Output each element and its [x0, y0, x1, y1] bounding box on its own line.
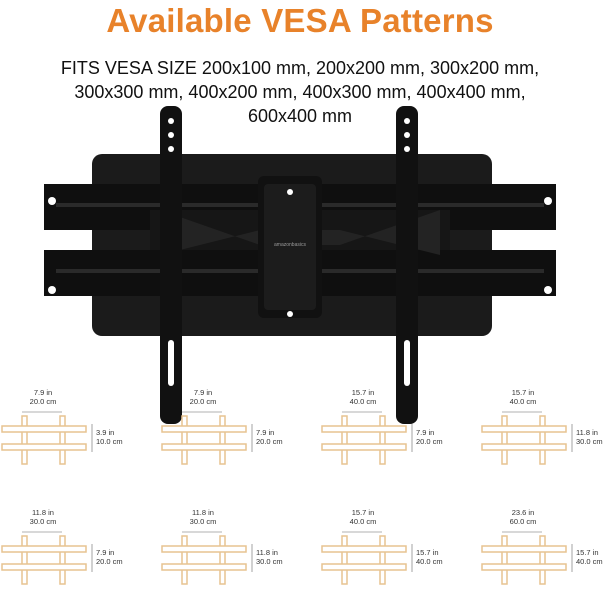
- subtitle-line-1: FITS VESA SIZE 200x100 mm, 200x200 mm, 3…: [60, 58, 540, 78]
- pattern-height-in: 7.9 in: [256, 428, 275, 437]
- vesa-pattern-diagram: [321, 531, 413, 585]
- pattern-width-cm: 20.0 cm: [189, 397, 217, 406]
- pattern-width-in: 15.7 in: [351, 388, 375, 397]
- vesa-pattern-diagram: [1, 411, 93, 465]
- pattern-height-cm: 30.0 cm: [576, 437, 603, 446]
- pattern-width-cm: 40.0 cm: [349, 517, 377, 526]
- brand-logo-text: amazonbasics: [274, 242, 306, 248]
- pattern-height-in: 7.9 in: [416, 428, 435, 437]
- vesa-pattern-diagram: [481, 531, 573, 585]
- pattern-width-cm: 30.0 cm: [29, 517, 57, 526]
- page-title: Available VESA Patterns: [106, 2, 494, 39]
- tv-mount-illustration: amazonbasics: [44, 106, 556, 424]
- pattern-width-cm: 30.0 cm: [189, 517, 217, 526]
- pattern-width-in: 7.9 in: [33, 388, 53, 397]
- pattern-width-in: 15.7 in: [511, 388, 535, 397]
- pattern-width-cm: 40.0 cm: [509, 397, 537, 406]
- vesa-pattern-diagram: [161, 531, 253, 585]
- pattern-width-cm: 20.0 cm: [29, 397, 57, 406]
- pattern-height-cm: 20.0 cm: [96, 557, 123, 566]
- pattern-height-cm: 40.0 cm: [416, 557, 443, 566]
- pattern-width-cm: 60.0 cm: [509, 517, 537, 526]
- pattern-height-cm: 30.0 cm: [256, 557, 283, 566]
- pattern-height-in: 11.8 in: [256, 548, 278, 557]
- pattern-width-in: 11.8 in: [32, 508, 54, 517]
- vesa-pattern-diagram: [481, 411, 573, 465]
- pattern-width-in: 23.6 in: [511, 508, 535, 517]
- pattern-height-in: 15.7 in: [576, 548, 599, 557]
- pattern-height-in: 7.9 in: [96, 548, 115, 557]
- vesa-size-description: FITS VESA SIZE 200x100 mm, 200x200 mm, 3…: [20, 56, 580, 128]
- pattern-height-in: 15.7 in: [416, 548, 439, 557]
- pattern-width-in: 15.7 in: [351, 508, 375, 517]
- subtitle-line-3: 600x400 mm: [247, 106, 353, 126]
- vesa-pattern-diagram: [321, 411, 413, 465]
- pattern-width-cm: 40.0 cm: [349, 397, 377, 406]
- pattern-height-in: 11.8 in: [576, 428, 598, 437]
- pattern-height-cm: 20.0 cm: [256, 437, 283, 446]
- vesa-pattern-diagram: [161, 411, 253, 465]
- pattern-height-cm: 10.0 cm: [96, 437, 123, 446]
- vesa-pattern-diagram: [1, 531, 93, 585]
- pattern-width-in: 11.8 in: [192, 508, 214, 517]
- subtitle-line-2: 300x300 mm, 400x200 mm, 400x300 mm, 400x…: [74, 82, 526, 102]
- pattern-height-in: 3.9 in: [96, 428, 115, 437]
- pattern-width-in: 7.9 in: [193, 388, 213, 397]
- pattern-height-cm: 40.0 cm: [576, 557, 603, 566]
- pattern-height-cm: 20.0 cm: [416, 437, 443, 446]
